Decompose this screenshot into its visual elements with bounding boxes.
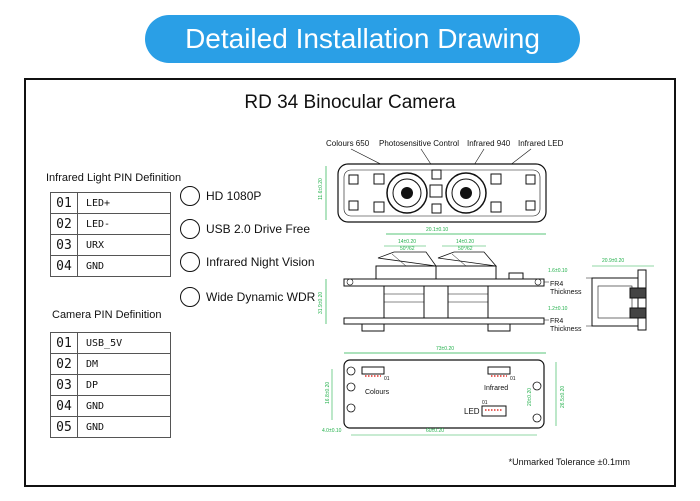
feature-item: HD 1080P <box>180 186 261 206</box>
pin-01-led: 01 <box>482 400 488 406</box>
drawing-title: RD 34 Binocular Camera <box>244 92 456 113</box>
dim-bottom-left: 16.8±0.20 <box>325 382 331 404</box>
feature-label: Infrared Night Vision <box>206 255 315 269</box>
tolerance-note: *Unmarked Tolerance ±0.1mm <box>508 457 630 467</box>
bullet-circle-icon <box>180 287 200 307</box>
dim-bottom-right: 26.5±0.20 <box>560 386 566 408</box>
pin-number: 02 <box>50 213 78 235</box>
dim-hole-bottom: 4.0±0.10 <box>322 428 342 434</box>
thickness-label-2: Thickness <box>550 326 582 333</box>
infrared-pin-heading: Infrared Light PIN Definition <box>46 172 182 184</box>
pin-label: GND <box>77 416 171 438</box>
label-infrared-940: Infrared 940 <box>467 139 511 148</box>
page-title-banner: Detailed Installation Drawing <box>145 15 580 63</box>
feature-item: Wide Dynamic WDR <box>180 287 315 307</box>
pin-label: USB_5V <box>77 332 171 354</box>
label-infrared: Infrared <box>484 385 508 392</box>
dim-side-left: 14±0.20 <box>398 239 416 245</box>
fr4-label-1: FR4 <box>550 281 563 288</box>
pin-label: GND <box>77 255 171 277</box>
pin-number: 05 <box>50 416 78 438</box>
feature-label: Wide Dynamic WDR <box>206 290 316 304</box>
connector-colours <box>361 366 385 377</box>
connector-infrared <box>487 366 511 377</box>
label-photosensitive: Photosensitive Control <box>379 139 459 148</box>
dim-thickness-2: 1.2±0.10 <box>548 306 568 312</box>
dim-front-height: 11.6±0.20 <box>318 178 324 200</box>
side-board-top <box>343 278 545 287</box>
fr4-label-2: FR4 <box>550 318 563 325</box>
camera-pin-heading: Camera PIN Definition <box>52 309 162 321</box>
front-view: Colours 650 Photosensitive Control Infra… <box>318 139 564 235</box>
dim-side-right-sub: 50°/62 <box>458 246 473 252</box>
side-view: 14±0.20 50°/62 14±0.20 50°/62 <box>318 239 582 333</box>
dim-side-height: 31.9±0.20 <box>318 292 324 314</box>
technical-drawing: Colours 650 Photosensitive Control Infra… <box>318 139 654 436</box>
dim-bottom-right-inner: 20±0.20 <box>527 388 533 406</box>
lens-left <box>386 172 428 214</box>
label-colours: Colours <box>365 389 390 396</box>
dim-front-width: 20.1±0.10 <box>426 227 448 233</box>
bullet-circle-icon <box>180 219 200 239</box>
page-title: Detailed Installation Drawing <box>185 23 540 54</box>
feature-label: HD 1080P <box>206 189 262 203</box>
lens-right <box>445 172 487 214</box>
feature-item: USB 2.0 Drive Free <box>180 219 310 239</box>
dim-hole-span: 60±0.20 <box>426 428 444 434</box>
pin-01-infrared: 01 <box>510 376 516 382</box>
label-colours-650: Colours 650 <box>326 139 370 148</box>
side-board-bottom <box>343 317 545 325</box>
bottom-view: 73±0.20 01 Colours 01 Infrared 01 LED <box>322 346 566 436</box>
connector-led <box>481 405 507 417</box>
feature-label: USB 2.0 Drive Free <box>206 222 311 236</box>
end-view: 20.9±0.20 <box>586 258 654 331</box>
pin-number: 04 <box>50 255 78 277</box>
pin-01-colours: 01 <box>384 376 390 382</box>
label-infrared-led: Infrared LED <box>518 139 564 148</box>
dim-side-left-sub: 50°/62 <box>400 246 415 252</box>
dim-end-width: 20.9±0.20 <box>602 258 624 264</box>
bullet-circle-icon <box>180 252 200 272</box>
dim-side-right: 14±0.20 <box>456 239 474 245</box>
bullet-circle-icon <box>180 186 200 206</box>
drawing-frame: RD 34 Binocular Camera Infrared Light PI… <box>24 78 676 487</box>
dim-bottom-width: 73±0.20 <box>436 346 454 352</box>
dim-thickness-1: 1.6±0.10 <box>548 268 568 274</box>
thickness-label-1: Thickness <box>550 289 582 296</box>
label-led: LED <box>464 407 480 416</box>
feature-item: Infrared Night Vision <box>180 252 315 272</box>
